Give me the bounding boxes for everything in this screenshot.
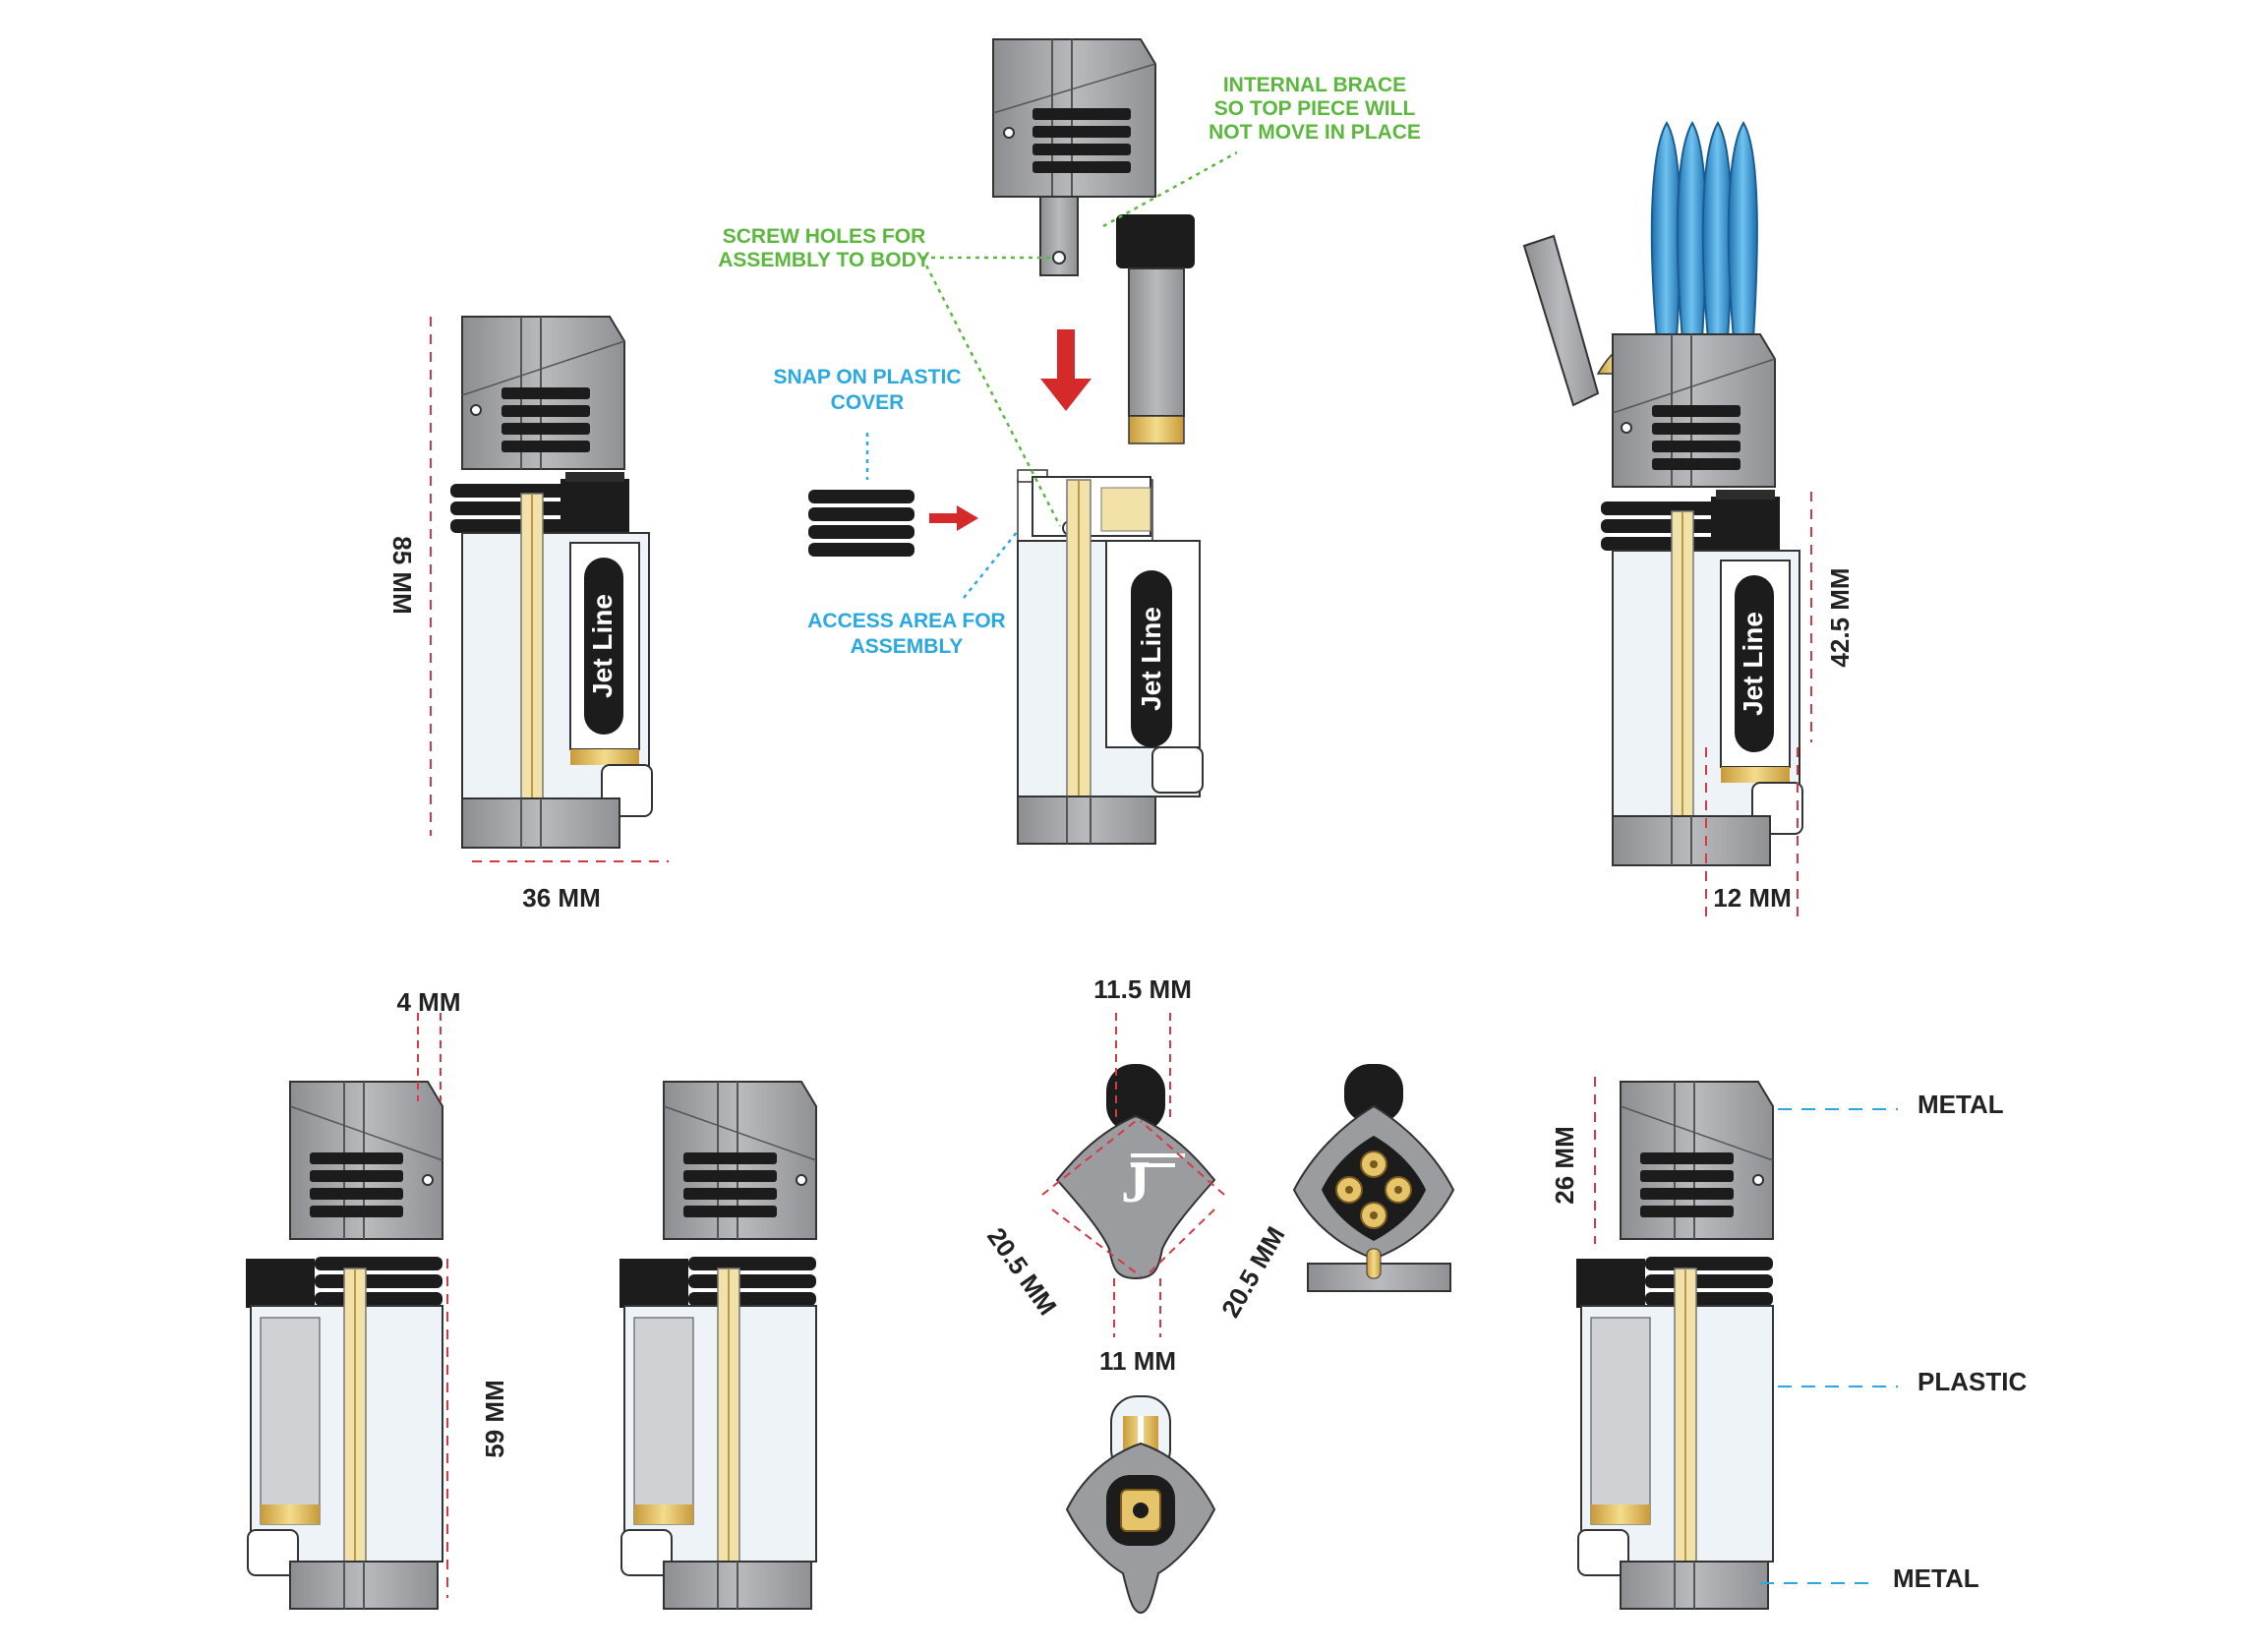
height-dimension: 85 MM <box>387 317 432 836</box>
svg-text:INTERNAL BRACE: INTERNAL BRACE <box>1223 74 1406 96</box>
svg-text:NOT MOVE IN PLACE: NOT MOVE IN PLACE <box>1209 121 1421 144</box>
flame-icon <box>1650 121 1758 340</box>
svg-text:SNAP ON PLASTIC: SNAP ON PLASTIC <box>774 366 962 388</box>
material-top-label: METAL <box>1918 1090 2004 1119</box>
bottom-width-label: 11 MM <box>1099 1346 1176 1376</box>
head-height-label: 26 MM <box>1550 1126 1579 1204</box>
body-height-label: 59 MM <box>480 1380 509 1457</box>
down-arrow-icon <box>1040 329 1092 411</box>
material-view-lighter <box>1575 1081 1774 1610</box>
svg-text:COVER: COVER <box>831 391 905 414</box>
nozzle-view <box>1292 1064 1455 1292</box>
exploded-assembly: Jet Line <box>808 38 1238 845</box>
cap-offset-dimension: 4 MM <box>397 987 461 1101</box>
fuel-insert <box>1116 214 1195 444</box>
back-view-lighter-dimensions <box>245 1081 443 1610</box>
access-area-callout: ACCESS AREA FOR ASSEMBLY <box>807 610 1005 658</box>
internal-brace-callout: INTERNAL BRACE SO TOP PIECE WILL NOT MOV… <box>1209 74 1421 144</box>
bottom-view <box>1065 1395 1216 1615</box>
refill-height-label: 42.5 MM <box>1825 567 1855 667</box>
top-width-label: 11.5 MM <box>1093 974 1192 1004</box>
top-head-piece <box>992 38 1156 276</box>
svg-text:ACCESS AREA FOR: ACCESS AREA FOR <box>807 610 1005 632</box>
snap-cover-part <box>808 490 914 557</box>
screw-holes-callout: SCREW HOLES FOR ASSEMBLY TO BODY <box>718 225 930 271</box>
right-arrow-icon <box>929 505 978 531</box>
svg-text:ASSEMBLY TO BODY: ASSEMBLY TO BODY <box>718 249 930 271</box>
width-dimension: 36 MM <box>472 860 669 913</box>
material-middle-label: PLASTIC <box>1918 1367 2027 1396</box>
svg-text:ASSEMBLY: ASSEMBLY <box>851 635 964 658</box>
head-height-dimension: 26 MM <box>1550 1077 1596 1244</box>
material-bottom-label: METAL <box>1893 1564 1979 1593</box>
lit-lighter <box>1522 121 1803 866</box>
refill-width-label: 12 MM <box>1713 883 1791 913</box>
back-view-lighter <box>619 1081 817 1610</box>
bottom-width-dimension: 11 MM <box>1099 1278 1176 1376</box>
svg-text:Jet Line: Jet Line <box>1136 607 1166 711</box>
body-height-dimension: 59 MM <box>446 1259 509 1598</box>
top-width-dimension: 11.5 MM <box>1093 974 1192 1121</box>
refill-width-dimension: 12 MM <box>1705 747 1799 924</box>
snap-cover-callout: SNAP ON PLASTIC COVER <box>774 366 962 414</box>
top-view-head: J <box>1055 1064 1216 1280</box>
front-view-lighter <box>449 316 653 849</box>
width-label: 36 MM <box>522 883 600 913</box>
height-label: 85 MM <box>387 536 417 614</box>
diagonal-right-label: 20.5 MM <box>1215 1221 1291 1323</box>
material-callouts: METAL PLASTIC METAL <box>1760 1090 2027 1593</box>
logo-mark: J <box>1121 1150 1150 1214</box>
diagonal-left-label: 20.5 MM <box>981 1222 1063 1321</box>
lighter-body-open: Jet Line <box>1017 469 1204 845</box>
svg-text:SO TOP PIECE WILL: SO TOP PIECE WILL <box>1214 97 1416 120</box>
cap-offset-label: 4 MM <box>397 987 461 1017</box>
refill-height-dimension: 42.5 MM <box>1810 492 1855 742</box>
svg-text:SCREW HOLES FOR: SCREW HOLES FOR <box>723 225 926 248</box>
